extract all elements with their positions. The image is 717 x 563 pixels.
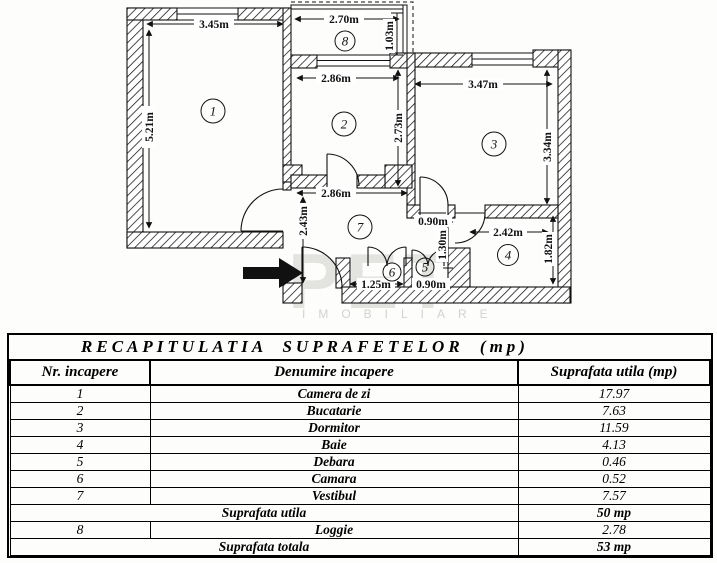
dim-bedroom-door: 0.90m [418, 216, 448, 228]
dimension-labels: 3.45m 5.21m 2.70m 1.03m 2.86m 2.73m 3.47… [142, 13, 555, 291]
cell-name: Vestibul [149, 487, 519, 505]
cell-area: 7.57 [517, 487, 711, 505]
recap-title: RECAPITULATIA SUPRAFETELOR (mp) [81, 337, 529, 356]
dim-hall-width: 2.86m [321, 188, 351, 200]
cell-nr: 3 [9, 419, 151, 437]
cell-nr: 2 [9, 402, 151, 420]
door-kitchen [326, 153, 360, 187]
dim-closet-depth: 1.30m [437, 230, 449, 260]
dim-room1-height: 5.21m [144, 112, 156, 142]
dim-room1-width: 3.45m [199, 19, 229, 31]
windows [176, 7, 534, 67]
cell-area: 0.52 [517, 470, 711, 488]
room-number-3: 3 [490, 137, 498, 152]
cell-name: Debara [149, 453, 519, 471]
subtotal-value: 50 mp [517, 504, 711, 522]
areas-table: Nr. incapere Denumire incapere Suprafata… [9, 359, 711, 556]
walls [126, 7, 572, 304]
floor-plan: PET IMOBILIARE [126, 1, 572, 325]
recap-section: RECAPITULATIA SUPRAFETELOR (mp) Nr. inca… [7, 333, 713, 558]
room-number-5: 5 [422, 260, 429, 275]
room-number-4: 4 [505, 248, 512, 263]
cell-area: 2.78 [517, 521, 711, 539]
table-header-row: Nr. incapere Denumire incapere Suprafata… [9, 359, 711, 386]
entrance-arrow-icon [243, 258, 303, 288]
cell-nr: 4 [9, 436, 151, 454]
total-value: 53 mp [517, 538, 711, 556]
door-room1 [240, 188, 284, 232]
cell-nr: 5 [9, 453, 151, 471]
dim-hall-height: 2.43m [298, 206, 310, 236]
dim-bedroom-height: 3.34m [542, 132, 554, 162]
cell-name: Baie [149, 436, 519, 454]
dim-debara-width: 0.90m [416, 279, 446, 291]
total-label: Suprafata totala [9, 538, 519, 556]
cell-nr: 8 [9, 521, 151, 539]
header-suprafata: Suprafata utila (mp) [517, 359, 711, 386]
door-entrance [301, 246, 343, 288]
dim-bath-height: 1.82m [543, 234, 555, 264]
cell-area: 17.97 [517, 384, 711, 403]
room-number-1: 1 [210, 104, 217, 119]
cell-name: Bucatarie [149, 402, 519, 420]
dim-loggia-depth: 1.03m [384, 21, 396, 51]
room-number-6: 6 [389, 265, 396, 280]
cell-area: 11.59 [517, 419, 711, 437]
cell-name: Camera de zi [149, 384, 519, 403]
cell-nr: 7 [9, 487, 151, 505]
cell-area: 7.63 [517, 402, 711, 420]
cell-nr: 1 [9, 384, 151, 403]
cell-nr: 6 [9, 470, 151, 488]
header-denumire: Denumire incapere [149, 359, 519, 386]
dim-bath-width: 2.42m [493, 227, 523, 239]
cell-name: Dormitor [149, 419, 519, 437]
room-number-7: 7 [357, 220, 364, 235]
dim-kitchen-width: 2.86m [321, 73, 351, 85]
cell-name: Camara [149, 470, 519, 488]
header-nr-incapere: Nr. incapere [9, 359, 151, 386]
dim-camara-width: 1.25m [361, 279, 391, 291]
watermark-subtitle-text: IMOBILIARE [302, 307, 501, 321]
door-bath [454, 212, 486, 244]
door-camara-right [386, 246, 407, 267]
cell-name: Loggie [149, 521, 519, 539]
room-number-2: 2 [341, 117, 348, 132]
cell-area: 4.13 [517, 436, 711, 454]
room-numbers: 1 2 3 4 5 6 7 8 [200, 30, 519, 282]
dim-loggia-width: 2.70m [329, 14, 359, 26]
room-number-8: 8 [342, 34, 349, 49]
subtotal-label: Suprafata utila [9, 504, 519, 522]
door-bedroom [419, 176, 449, 206]
doors [240, 153, 486, 288]
dim-kitchen-height: 2.73m [393, 113, 405, 143]
cell-area: 0.46 [517, 453, 711, 471]
dim-bedroom-width: 3.47m [468, 79, 498, 91]
